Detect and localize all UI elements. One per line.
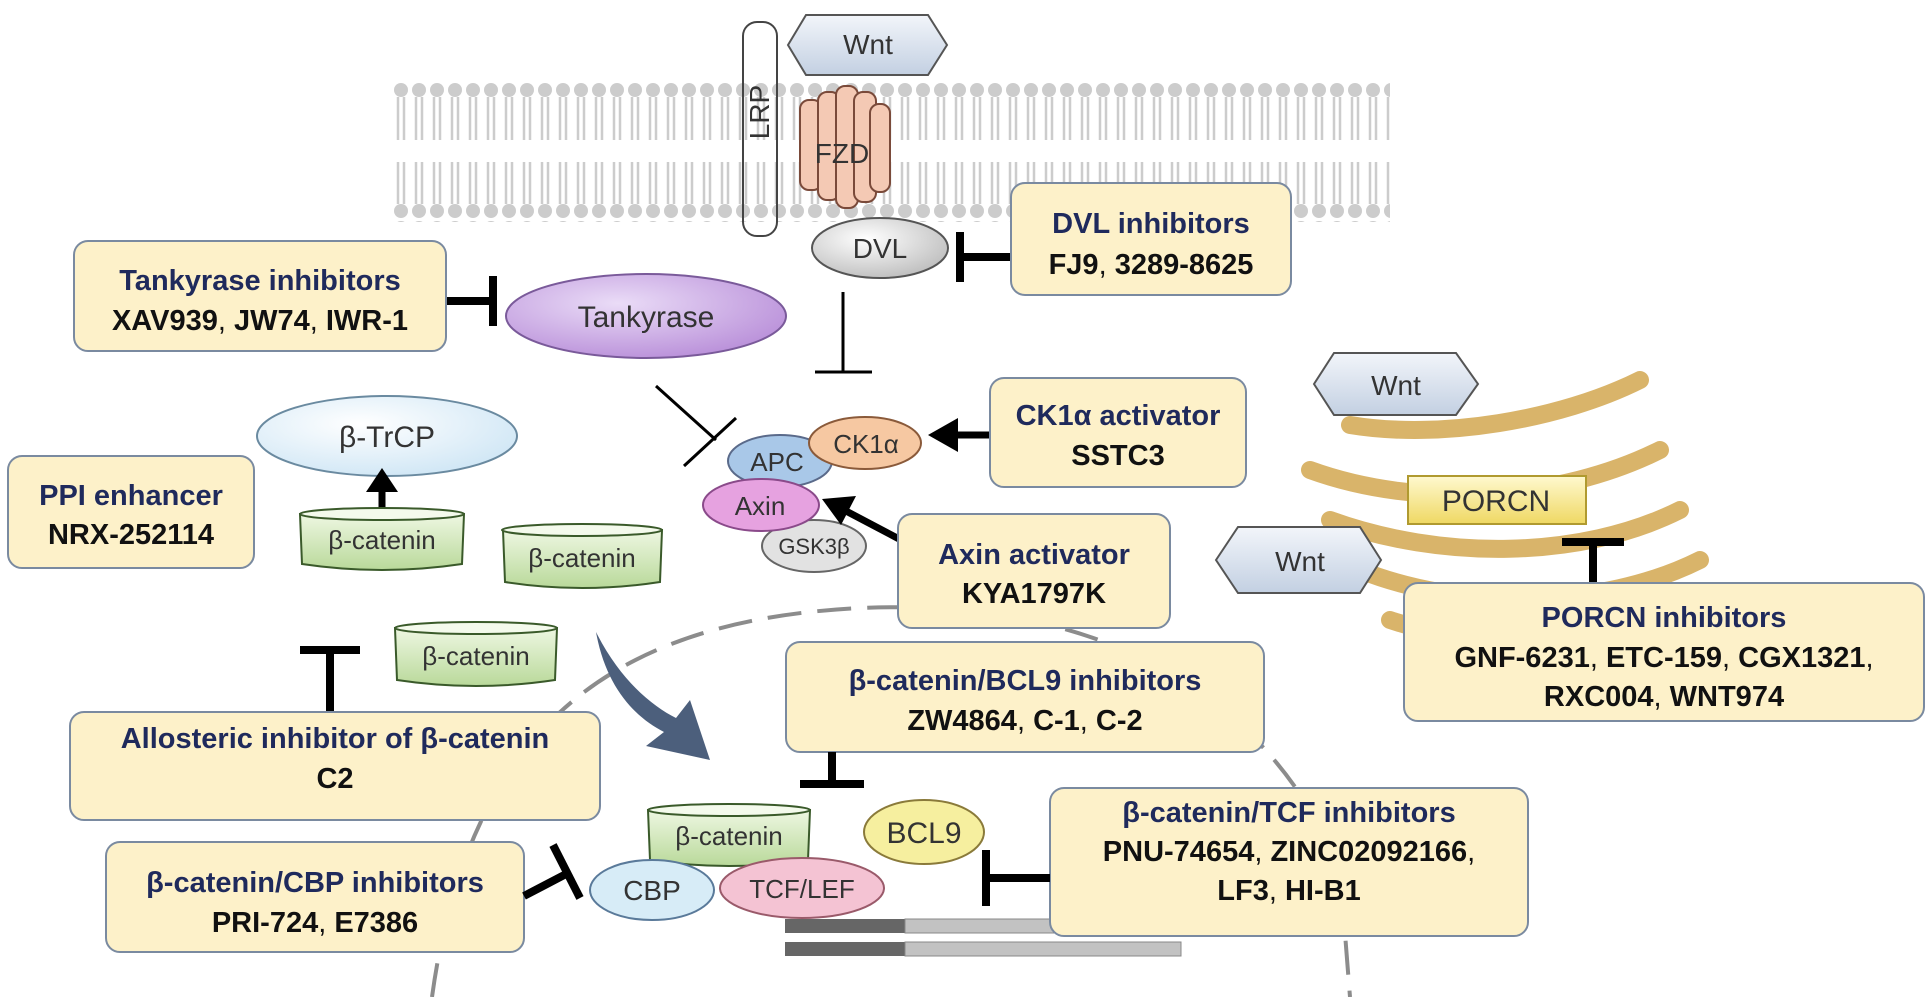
tcf-lef-protein xyxy=(719,857,885,919)
cbp-inhibitors-drugs: PRI-724, E7386 xyxy=(212,907,418,939)
axin-activator-line xyxy=(844,507,903,544)
porcn-inhibitors-line1: GNF-6231, ETC-159, CGX1321, xyxy=(1454,642,1873,674)
ck1a-protein xyxy=(808,416,922,470)
tankyrase-inhibit-bar xyxy=(682,416,738,468)
ck1a-activator-title: CK1α activator xyxy=(1016,400,1221,432)
lrp-label: LRP xyxy=(744,85,775,139)
allosteric-inhibitor-drugs: C2 xyxy=(316,763,353,795)
ck1a-activator-drugs: SSTC3 xyxy=(1071,440,1164,472)
tankyrase-protein xyxy=(505,273,787,359)
catenin-to-trcp-arrowhead xyxy=(366,468,398,492)
beta-catenin-3-label: β-catenin xyxy=(422,641,529,671)
tcf-inhibitors-line1: PNU-74654, ZINC02092166, xyxy=(1103,836,1475,868)
fzd-receptor xyxy=(799,85,891,209)
porcn-inhibitors-line2: RXC004, WNT974 xyxy=(1544,681,1784,713)
ck1a-activator-box xyxy=(989,377,1247,488)
cbp-inhibitor-line xyxy=(522,869,570,900)
tankyrase-inhibitors-title: Tankyrase inhibitors xyxy=(119,265,401,297)
tankyrase-inhibitors-box xyxy=(73,240,447,352)
nuclear-translocation-arrow xyxy=(596,632,710,760)
wnt-ligand-top xyxy=(786,14,949,76)
beta-catenin-1: β-catenin xyxy=(298,507,466,571)
bcl9-protein xyxy=(863,799,985,865)
porcn-protein xyxy=(1407,475,1587,525)
ppi-enhancer-drugs: NRX-252114 xyxy=(48,519,214,551)
tankyrase-inhibitors-drugs: XAV939, JW74, IWR-1 xyxy=(112,305,408,337)
wnt-top-label: Wnt xyxy=(843,29,893,60)
beta-catenin-2: β-catenin xyxy=(501,523,664,589)
wnt-golgi-1-label: Wnt xyxy=(1371,370,1421,401)
tcf-lef-label: TCF/LEF xyxy=(749,874,854,904)
cbp-label: CBP xyxy=(623,875,681,906)
cbp-inhibitor-bar xyxy=(549,843,584,900)
dvl-protein xyxy=(811,217,949,279)
axin-activator-box xyxy=(897,513,1171,629)
beta-catenin-2-label: β-catenin xyxy=(528,543,635,573)
tankyrase-label: Tankyrase xyxy=(578,301,715,334)
porcn-inhibitors-box xyxy=(1403,582,1925,722)
cbp-protein xyxy=(589,859,715,921)
ck1a-activator-arrowhead xyxy=(928,418,958,452)
lrp-receptor xyxy=(742,21,778,237)
bcl9-inhibitors-title: β-catenin/BCL9 inhibitors xyxy=(849,665,1202,697)
beta-catenin-nuclear: β-catenin xyxy=(646,803,812,867)
wnt-ligand-golgi-2 xyxy=(1214,526,1383,594)
wnt-ligand-golgi-1 xyxy=(1312,352,1480,416)
ppi-enhancer-box xyxy=(7,455,255,569)
apc-label: APC xyxy=(750,447,803,477)
axin-activator-drugs: KYA1797K xyxy=(962,578,1106,610)
bcl9-inhibitors-drugs: ZW4864, C-1, C-2 xyxy=(907,705,1142,737)
ck1a-label: CK1α xyxy=(833,429,899,459)
dvl-inhibitors-title: DVL inhibitors xyxy=(1052,208,1250,240)
bcl9-label: BCL9 xyxy=(886,817,961,850)
ppi-enhancer-title: PPI enhancer xyxy=(39,480,223,512)
allosteric-inhibitor-title: Allosteric inhibitor of β-catenin xyxy=(121,723,550,755)
dvl-label: DVL xyxy=(853,233,907,264)
axin-activator-arrowhead xyxy=(822,496,856,525)
axin-protein xyxy=(702,478,820,532)
allosteric-inhibitor-box xyxy=(69,711,601,821)
cbp-inhibitors-title: β-catenin/CBP inhibitors xyxy=(146,867,484,899)
beta-catenin-nuclear-label: β-catenin xyxy=(675,821,782,851)
gsk3b-protein xyxy=(761,519,867,573)
beta-catenin-1-label: β-catenin xyxy=(328,525,435,555)
beta-catenin-3: β-catenin xyxy=(393,621,559,687)
porcn-label: PORCN xyxy=(1442,485,1550,518)
axin-label: Axin xyxy=(735,491,786,521)
dvl-inhibitors-box xyxy=(1010,182,1292,296)
tcf-inhibitors-box xyxy=(1049,787,1529,937)
wnt-golgi-2-label: Wnt xyxy=(1275,546,1325,577)
tcf-inhibitors-title: β-catenin/TCF inhibitors xyxy=(1122,797,1455,829)
beta-trcp-label: β-TrCP xyxy=(339,421,435,454)
tcf-inhibitors-line2: LF3, HI-B1 xyxy=(1217,875,1360,907)
cbp-inhibitors-box xyxy=(105,841,525,953)
axin-activator-title: Axin activator xyxy=(938,539,1130,571)
tankyrase-inhibit-line xyxy=(654,384,718,442)
dvl-inhibitors-drugs: FJ9, 3289-8625 xyxy=(1049,249,1254,281)
porcn-inhibitors-title: PORCN inhibitors xyxy=(1542,602,1787,634)
fzd-label: FZD xyxy=(815,138,869,169)
bcl9-inhibitors-box xyxy=(785,641,1265,753)
gsk3b-label: GSK3β xyxy=(778,534,849,559)
